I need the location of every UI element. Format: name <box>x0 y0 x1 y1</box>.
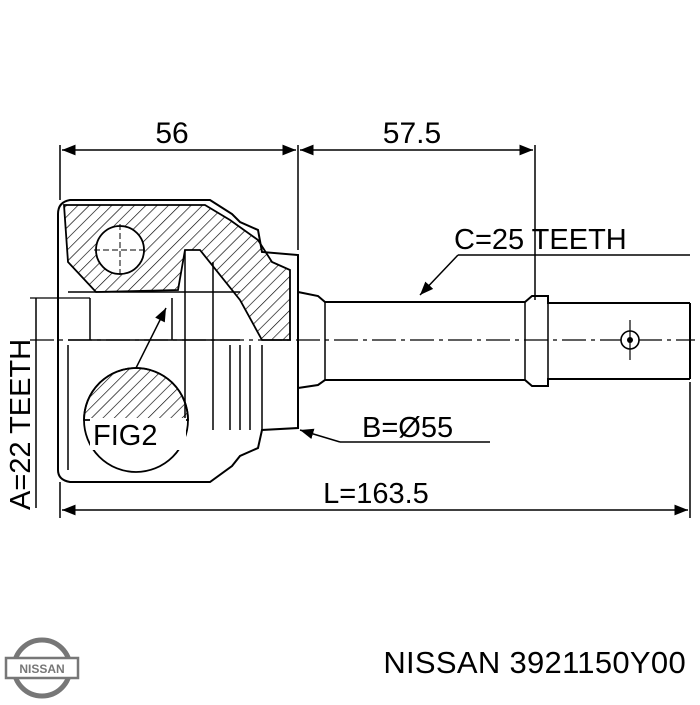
label-b: B=Ø55 <box>362 412 453 444</box>
nissan-logo-text: NISSAN <box>19 662 64 676</box>
part-number-label: NISSAN 3921150Y00 <box>383 645 686 680</box>
dimension-57-5: 57.5 <box>300 117 536 300</box>
label-c: C=25 TEETH <box>454 224 627 256</box>
dimension-l: L=163.5 <box>59 382 691 518</box>
dimension-a: A=22 TEETH <box>5 297 90 510</box>
label-l: L=163.5 <box>323 478 429 510</box>
dimension-56: 56 <box>59 117 299 250</box>
dimension-56-label: 56 <box>155 117 188 150</box>
label-fig2: FIG2 <box>93 420 157 452</box>
label-a: A=22 TEETH <box>5 339 37 510</box>
fig2-detail: FIG2 <box>83 307 189 473</box>
nissan-logo: NISSAN <box>4 637 80 699</box>
shaft <box>297 291 691 389</box>
joint-housing <box>57 199 299 483</box>
dimension-57-5-label: 57.5 <box>383 117 441 150</box>
leader-c: C=25 TEETH <box>419 224 690 296</box>
leader-b: B=Ø55 <box>299 412 490 444</box>
